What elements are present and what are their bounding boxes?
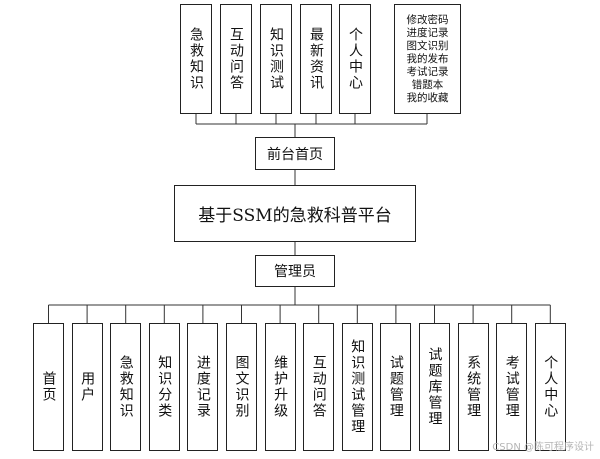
personal-center-item-list: 修改密码进度记录图文识别我的发布考试记录错题本我的收藏 [394,4,461,114]
admin-module-node: 试题库管理 [419,323,450,451]
frontend-home-node: 前台首页 [255,137,335,170]
watermark-text: CSDN @陈可程序设计 [492,442,594,453]
personal-center-item: 修改密码 [406,13,449,26]
frontend-module-node: 最新资讯 [300,4,332,114]
admin-module-node: 个人中心 [534,323,566,451]
admin-module-node: 系统管理 [457,323,489,451]
admin-module-node: 知识测试管理 [341,323,373,451]
admin-module-node: 首页 [33,323,64,451]
frontend-module-node: 互动问答 [220,4,252,114]
personal-center-item: 错题本 [411,78,444,91]
admin-module-node: 考试管理 [496,323,528,451]
personal-center-item: 进度记录 [406,26,449,39]
admin-module-node: 维护升级 [264,323,296,451]
platform-title-node: 基于SSM的急救科普平台 [174,185,416,242]
personal-center-item: 考试记录 [406,65,449,78]
admin-module-node: 进度记录 [187,323,219,451]
personal-center-item: 图文识别 [406,39,449,52]
admin-module-node: 急救知识 [110,323,142,451]
personal-center-item: 我的发布 [406,52,449,65]
admin-module-node: 图文识别 [226,323,257,451]
admin-module-node: 知识分类 [148,323,180,451]
frontend-module-node: 个人中心 [339,4,371,114]
frontend-module-node: 急救知识 [180,4,212,114]
admin-module-node: 试题管理 [380,323,412,451]
personal-center-item: 我的收藏 [406,91,449,104]
admin-module-node: 互动问答 [303,323,335,451]
admin-node: 管理员 [255,255,335,287]
admin-module-node: 用户 [71,323,103,451]
frontend-module-node: 知识测试 [260,4,292,114]
